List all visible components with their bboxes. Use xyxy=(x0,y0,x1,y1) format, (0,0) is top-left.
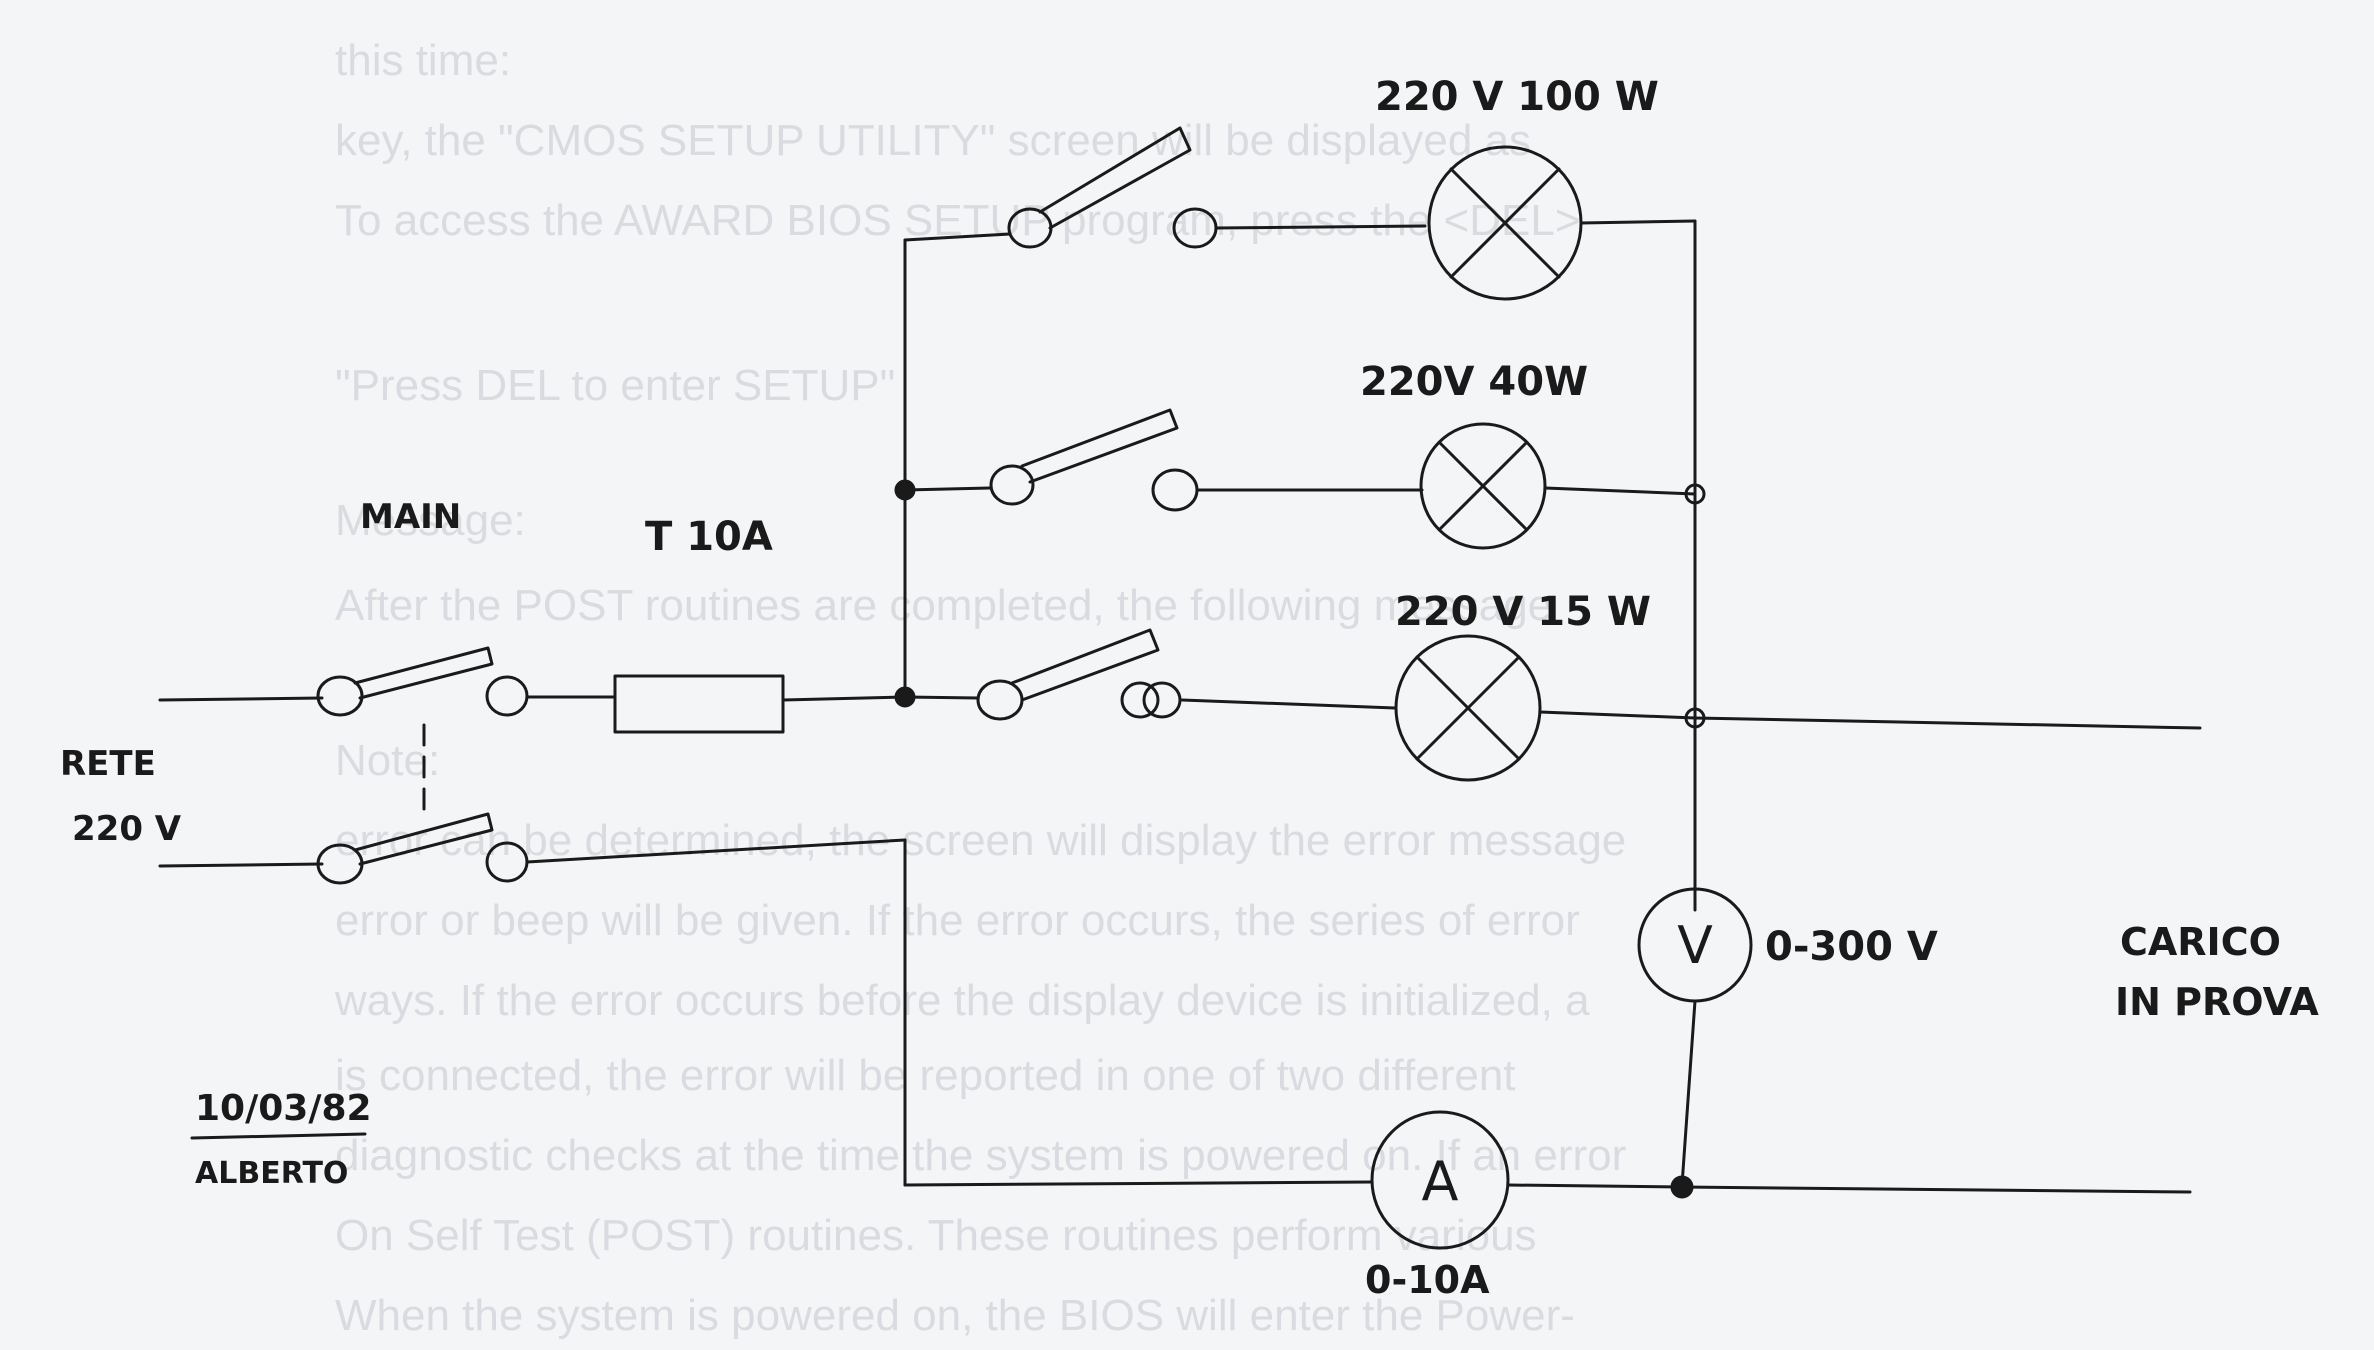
branch-wire xyxy=(903,695,980,700)
ammeter-body xyxy=(1370,1110,1510,1250)
main-switch xyxy=(316,646,529,885)
branch-switch-terminal xyxy=(976,679,1024,721)
author-label: ALBERTO xyxy=(195,1156,348,1191)
branch-wire xyxy=(903,486,992,492)
ammeter-range-label: 0-10A xyxy=(1365,1258,1490,1302)
branch-wire xyxy=(903,232,1012,242)
branch-wire xyxy=(1538,710,1697,720)
ammeter-symbol: A xyxy=(1422,1150,1459,1213)
ghost-line: error or beep will be given. If the erro… xyxy=(335,896,1580,945)
ghost-line: error can be determined, the screen will… xyxy=(335,816,1626,865)
main-switch-terminal xyxy=(485,675,529,717)
ghost-line: key, the "CMOS SETUP UTILITY" screen wil… xyxy=(335,116,1531,165)
lamp2-label: 220V 40W xyxy=(1360,359,1588,405)
ghost-line: "Press DEL to enter SETUP" xyxy=(335,361,895,410)
load-wire-top xyxy=(1693,716,2202,730)
date-label: 10/03/82 xyxy=(195,1088,372,1129)
load-label: CARICO xyxy=(2120,920,2281,964)
neutral-wire xyxy=(525,838,907,864)
ammeter xyxy=(1370,1110,1510,1250)
ghost-line: Message: xyxy=(335,496,526,545)
lamp-40w xyxy=(1419,422,1547,550)
ghost-line: is connected, the error will be reported… xyxy=(335,1051,1516,1100)
voltmeter-range-label: 0-300 V xyxy=(1765,924,1938,970)
branch-switch-terminal xyxy=(1151,468,1199,512)
ghost-line: ways. If the error occurs before the dis… xyxy=(334,976,1590,1025)
mains-wire-live xyxy=(158,696,324,702)
lamp-bulb xyxy=(1419,422,1547,550)
neutral-wire xyxy=(1506,1183,1684,1189)
branch-switch-blade xyxy=(1020,408,1179,484)
fuse-label: T 10A xyxy=(645,514,773,560)
lamp3-label: 220 V 15 W xyxy=(1395,589,1651,635)
branch-switch-blade xyxy=(1038,126,1192,230)
ghost-line: On Self Test (POST) routines. These rout… xyxy=(335,1211,1537,1260)
mains-wire-neutral xyxy=(158,862,324,868)
branch-switch-blade xyxy=(1010,628,1160,702)
lamp-filament xyxy=(1415,655,1521,761)
ghost-line: When the system is powered on, the BIOS … xyxy=(335,1291,1575,1340)
voltmeter-symbol: V xyxy=(1677,916,1713,976)
ghost-line: After the POST routines are completed, t… xyxy=(335,581,1552,630)
voltmeter-lead xyxy=(1680,999,1697,1187)
branch-wire xyxy=(1579,219,1697,225)
branch-switch-terminal xyxy=(1142,681,1182,719)
branch-switch-terminal xyxy=(989,464,1035,506)
lamp1-label: 220 V 100 W xyxy=(1375,74,1659,120)
junction-dot xyxy=(1684,483,1706,505)
lamp-15w xyxy=(1394,634,1542,782)
mains-voltage-label: 220 V xyxy=(72,809,182,849)
mains-label: RETE xyxy=(60,744,156,784)
lamp-filament xyxy=(1449,167,1561,279)
branch-wire xyxy=(1214,224,1427,230)
live-wire xyxy=(781,695,907,702)
main-switch-blade-top xyxy=(353,646,494,700)
main-switch-label: MAIN xyxy=(360,497,461,537)
branch-wire xyxy=(1543,486,1697,496)
branch-switch-terminal xyxy=(1120,681,1160,719)
main-switch-blade-bottom xyxy=(353,812,494,866)
ghost-line: diagnostic checks at the time the system… xyxy=(335,1131,1626,1180)
lamp-bulb xyxy=(1394,634,1542,782)
show-through-text: this time: key, the "CMOS SETUP UTILITY"… xyxy=(334,36,1626,1340)
load-label-line2: IN PROVA xyxy=(2115,980,2319,1024)
neutral-wire xyxy=(903,1180,1374,1187)
branch-wire xyxy=(1180,698,1397,710)
fuse-body xyxy=(613,674,785,734)
date-underline xyxy=(190,1132,367,1140)
load-wire-bottom xyxy=(1680,1185,2192,1194)
lamp-filament xyxy=(1438,441,1528,531)
ghost-line: this time: xyxy=(335,36,511,85)
